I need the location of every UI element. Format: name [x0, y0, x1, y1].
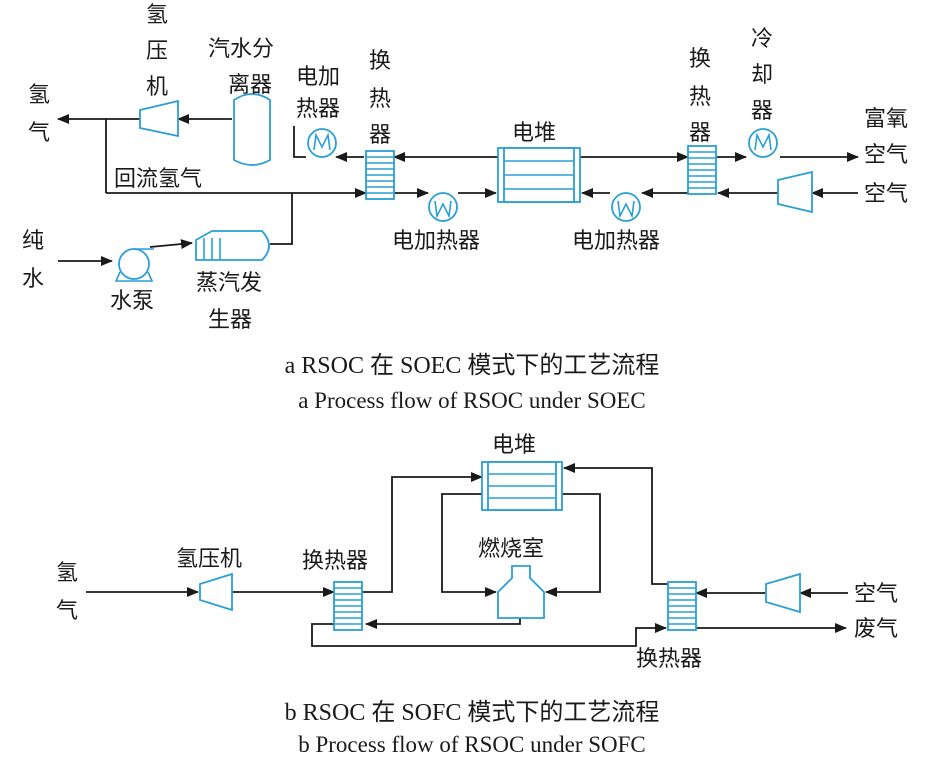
label-elec-heater-2: 电加热器 [572, 229, 660, 254]
stack-a [497, 147, 581, 203]
label-h2-compressor-a-1: 氢 [146, 3, 168, 28]
h2-compressor-b [199, 572, 233, 612]
label-combustor: 燃烧室 [478, 537, 544, 562]
label-steam-gen-2: 生器 [208, 308, 252, 333]
label-h2-compressor-b: 氢压机 [176, 547, 242, 572]
label-cooler-3: 器 [751, 99, 773, 124]
label-h2-compressor-a-3: 机 [146, 75, 168, 100]
label-h2-out-2: 气 [28, 121, 50, 146]
label-hx-a-right-3: 器 [689, 121, 711, 146]
electric-heater-bottom-1 [428, 192, 458, 222]
label-elec-heater-top-2: 热器 [296, 97, 340, 122]
electric-heater-bottom-2 [611, 192, 641, 222]
label-pump: 水泵 [110, 289, 154, 314]
steam-water-separator [233, 93, 271, 166]
label-exhaust: 废气 [854, 617, 898, 642]
heat-exchanger-b-right [667, 581, 697, 631]
label-hx-a-left-2: 热 [369, 87, 391, 112]
label-h2-in-2: 气 [56, 599, 78, 624]
label-steam-gen-1: 蒸汽发 [196, 271, 262, 296]
label-o2-rich-1: 富氧 [864, 107, 908, 132]
label-o2-rich-2: 空气 [864, 143, 908, 168]
label-h2-out-1: 氢 [28, 83, 50, 108]
label-h2-in-1: 氢 [56, 561, 78, 586]
cooler [748, 128, 778, 158]
label-h2-compressor-a-2: 压 [146, 39, 168, 64]
label-stack-b: 电堆 [492, 433, 536, 458]
label-cooler-1: 冷 [751, 27, 773, 52]
diagram-a-pipes [57, 114, 859, 266]
label-hx-b-right: 换热器 [636, 647, 702, 672]
label-pure-water-1: 纯 [22, 229, 44, 254]
diagram-b-pipes [86, 463, 848, 647]
label-separator-2: 离器 [228, 73, 272, 98]
air-compressor-a [777, 170, 813, 214]
label-air-a: 空气 [864, 182, 908, 207]
label-recycle-h2: 回流氢气 [114, 167, 202, 192]
air-compressor-b [765, 572, 801, 614]
label-air-b: 空气 [854, 582, 898, 607]
heat-exchanger-a-right [687, 145, 717, 195]
caption-a-en: a Process flow of RSOC under SOEC [298, 388, 646, 413]
label-pure-water-2: 水 [22, 267, 44, 292]
label-separator-1: 汽水分 [208, 37, 274, 62]
heat-exchanger-b-left [333, 581, 363, 631]
label-hx-a-left-3: 器 [369, 123, 391, 148]
combustor [497, 565, 545, 619]
electric-heater-top [307, 128, 337, 158]
diagram-b: 电堆 氢 气 氢压机 换热器 燃烧室 空气 废气 换热器 b RSOC 在 SO… [56, 433, 898, 757]
caption-a-cn: a RSOC 在 SOEC 模式下的工艺流程 [285, 352, 660, 379]
caption-b-en: b Process flow of RSOC under SOFC [298, 732, 646, 757]
label-elec-heater-top-1: 电加 [296, 65, 340, 90]
water-pump [114, 248, 154, 282]
steam-generator [195, 230, 270, 261]
heat-exchanger-a-left [365, 150, 395, 200]
stack-b [481, 461, 563, 511]
caption-b-cn: b RSOC 在 SOFC 模式下的工艺流程 [285, 699, 660, 726]
h2-compressor-a [139, 99, 179, 138]
label-hx-a-right-2: 热 [689, 85, 711, 110]
label-hx-a-left-1: 换 [369, 49, 391, 74]
label-hx-b-left: 换热器 [302, 549, 368, 574]
label-cooler-2: 却 [751, 63, 773, 88]
label-elec-heater-1: 电加热器 [392, 229, 480, 254]
label-hx-a-right-1: 换 [689, 47, 711, 72]
label-stack-a: 电堆 [512, 121, 556, 146]
diagram-a: 氢 气 氢 压 机 汽水分 离器 电加 热器 换 热 器 电堆 换 热 器 冷 … [22, 3, 908, 413]
